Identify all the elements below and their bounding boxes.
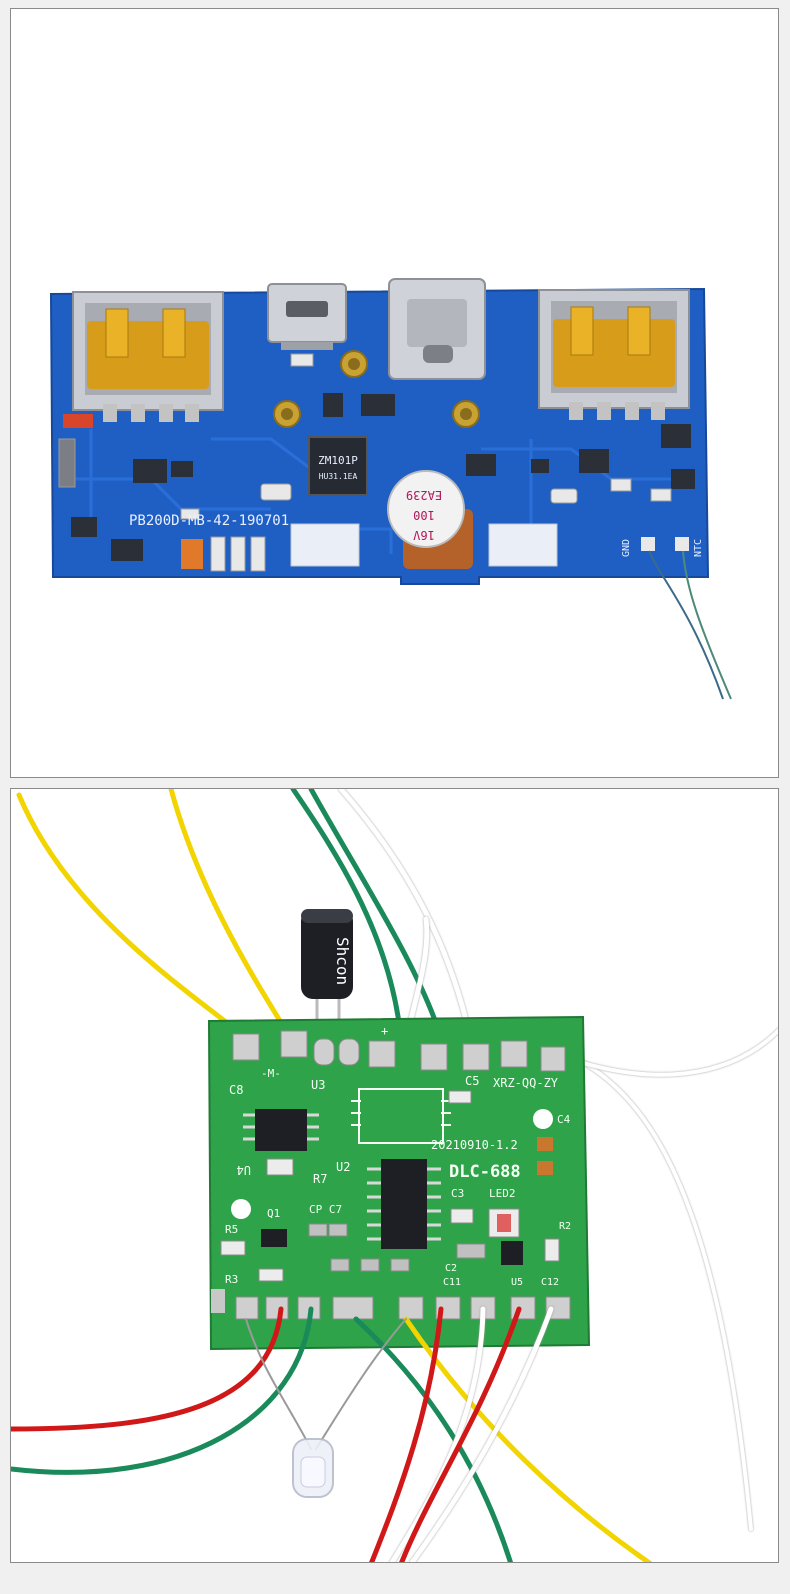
usb-a-port-icon <box>538 289 690 420</box>
label-plus: + <box>381 1024 388 1038</box>
main-ic-chip: ZM101P HU31.1EA <box>308 436 368 496</box>
ntc-pad <box>675 537 689 551</box>
top-solder-pads <box>232 1030 566 1072</box>
copper-pad <box>63 414 93 428</box>
label-u3: U3 <box>311 1078 325 1092</box>
led-window <box>488 523 558 567</box>
ic-pins <box>243 1113 319 1141</box>
label-c12: C12 <box>541 1277 559 1288</box>
chip-label: DLC-688 <box>449 1162 521 1182</box>
led-icon <box>292 1438 334 1498</box>
ntc-pad-label: NTC <box>693 539 704 557</box>
capacitor-icon: Shcon <box>301 909 353 1039</box>
mounting-hole <box>231 1199 251 1219</box>
ic-chip-u4 <box>255 1109 307 1151</box>
ic-chip-main <box>381 1159 427 1249</box>
capacitor-label-1: EA239 <box>406 488 442 502</box>
smd-components <box>211 1090 560 1313</box>
chip-sublabel: HU31.1EA <box>319 472 358 481</box>
label-c4: C4 <box>557 1113 571 1126</box>
wires-bottom <box>11 1306 653 1562</box>
smd-components <box>71 393 695 561</box>
label-c5: C5 <box>465 1074 479 1088</box>
gnd-pad <box>641 537 655 551</box>
board-label: PB200D-MB-42-190701 <box>129 513 289 529</box>
ic-pins <box>367 1167 441 1241</box>
capacitor-brand: Shcon <box>333 937 352 985</box>
led-window <box>290 523 360 567</box>
label-u2: U2 <box>336 1160 350 1174</box>
label-u4: U4 <box>237 1163 251 1177</box>
label-c3: C3 <box>451 1187 464 1200</box>
usb-a-port-icon <box>72 291 224 422</box>
label-r2: R2 <box>559 1221 571 1232</box>
ntc-wire <box>648 550 732 700</box>
chip-label: ZM101P <box>318 454 358 467</box>
capacitor-label-2: 100 <box>413 508 435 522</box>
label-m: -M- <box>261 1067 281 1080</box>
label-c11: C11 <box>443 1277 461 1288</box>
capacitor-icon: 16V 100 EA239 <box>387 470 473 569</box>
micro-usb-port-icon <box>267 283 347 350</box>
label-c2: C2 <box>445 1263 457 1274</box>
capacitor-label-3: 16V <box>413 528 435 542</box>
label-r3: R3 <box>225 1273 238 1286</box>
bottom-solder-pads <box>235 1296 571 1320</box>
label-q1: Q1 <box>267 1207 280 1220</box>
label-u5: U5 <box>511 1277 523 1288</box>
label-r5: R5 <box>225 1223 238 1236</box>
date-label: 20210910-1.2 <box>431 1138 518 1152</box>
label-cp: CP C7 <box>309 1203 342 1216</box>
green-pcb-photo: Shcon <box>11 789 778 1562</box>
model-label: XRZ-QQ-ZY <box>493 1076 559 1090</box>
mounting-hole <box>533 1109 553 1129</box>
copper-pad <box>181 539 203 569</box>
label-c8: C8 <box>229 1083 243 1097</box>
smd-resistors <box>58 353 672 572</box>
usb-c-port-icon <box>388 278 486 380</box>
blue-pcb-photo: ZM101P HU31.1EA <box>49 278 732 700</box>
label-led2: LED2 <box>489 1187 516 1200</box>
bottom-photo-panel: Shcon <box>10 788 779 1563</box>
gnd-pad-label: GND <box>621 539 632 557</box>
label-r7: R7 <box>313 1172 327 1186</box>
top-photo-panel: ZM101P HU31.1EA <box>10 8 779 778</box>
